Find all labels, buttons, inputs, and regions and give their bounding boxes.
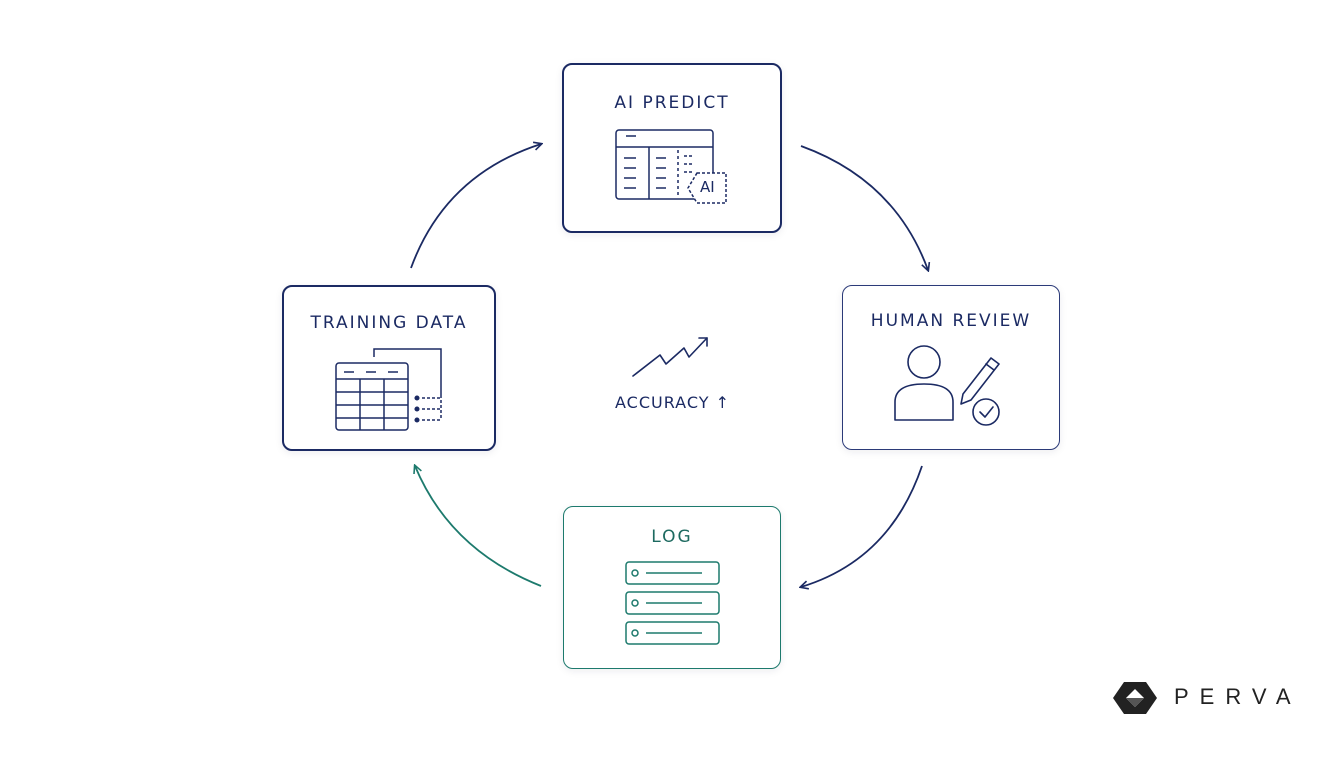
brand-mark-icon bbox=[1113, 682, 1157, 714]
brand-name: PERVA bbox=[1174, 684, 1302, 709]
arrow-review-to-log bbox=[801, 465, 923, 587]
log-list-icon bbox=[625, 561, 720, 645]
ai-tag-label: AI bbox=[700, 178, 715, 196]
node-title: AI PREDICT bbox=[614, 93, 730, 113]
node-training-data: TRAINING DATA bbox=[282, 285, 496, 451]
trend-up-icon bbox=[632, 337, 708, 377]
node-title: HUMAN REVIEW bbox=[870, 311, 1032, 331]
node-log: LOG bbox=[563, 506, 781, 669]
accuracy-label: ACCURACY ↑ bbox=[614, 393, 730, 412]
arrow-log-to-training bbox=[415, 466, 542, 587]
node-ai-predict: AI PREDICT AI bbox=[562, 63, 782, 233]
node-human-review: HUMAN REVIEW bbox=[842, 285, 1060, 450]
person-edit-icon bbox=[894, 345, 1000, 426]
node-title: LOG bbox=[651, 527, 693, 547]
arrow-training-to-predict bbox=[410, 144, 541, 269]
brand-logo: PERVA bbox=[1112, 680, 1312, 716]
node-title: TRAINING DATA bbox=[310, 313, 468, 333]
spreadsheet-ai-icon bbox=[615, 129, 727, 204]
dataset-table-icon bbox=[335, 348, 442, 431]
arrow-predict-to-review bbox=[800, 145, 928, 270]
